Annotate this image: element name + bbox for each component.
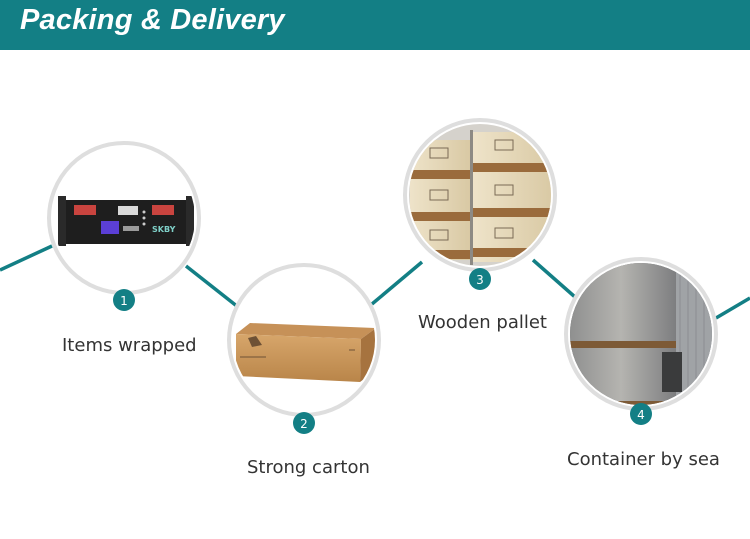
connector-lines <box>0 244 750 320</box>
wooden-pallet-image <box>409 124 551 266</box>
step-3: 3 <box>403 118 557 290</box>
page-title: Packing & Delivery <box>20 4 285 36</box>
connector-line <box>715 296 750 320</box>
step-4-badge <box>630 403 652 425</box>
step-2-number: 2 <box>300 417 308 431</box>
step-1-caption: Items wrapped <box>62 335 197 356</box>
connector-line <box>370 260 424 306</box>
battery-rack-image: SKBY <box>53 147 195 289</box>
step-2-caption: Strong carton <box>247 457 370 478</box>
brand-mark: SKBY <box>152 225 176 234</box>
step-4-number: 4 <box>637 408 645 422</box>
carton-image <box>233 269 375 411</box>
step-3-badge <box>469 268 491 290</box>
step-3-caption: Wooden pallet <box>418 312 547 333</box>
connector-line <box>0 244 53 272</box>
step-2: 2 <box>227 263 381 434</box>
connector-line <box>531 258 577 299</box>
connector-line <box>184 264 240 309</box>
step-1-number: 1 <box>120 294 128 308</box>
step-4: 4 <box>564 257 718 425</box>
step-2-badge <box>293 412 315 434</box>
step-1: SKBY 1 <box>47 141 201 311</box>
step-1-badge <box>113 289 135 311</box>
header-banner: Packing & Delivery <box>0 0 750 50</box>
step-4-caption: Container by sea <box>567 449 720 470</box>
step-3-number: 3 <box>476 273 484 287</box>
